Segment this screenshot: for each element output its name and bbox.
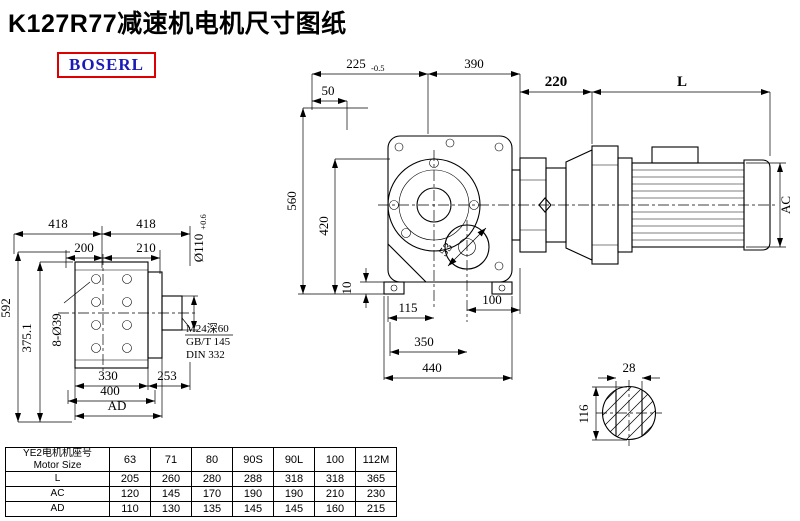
dim-116-label: 116: [576, 404, 591, 424]
corner-screws: [394, 138, 504, 271]
table-cell: 205: [109, 471, 151, 487]
table-cell: 130: [150, 501, 192, 517]
dim-8xd39-label: 8-Ø39: [49, 313, 64, 346]
dim-50-label: 50: [322, 83, 335, 98]
dim-220-label: 220: [545, 74, 568, 90]
side-view-dimensions: [13, 226, 198, 423]
table-cell: 145: [232, 501, 274, 517]
boserl-logo: BOSERL: [57, 52, 156, 78]
table-row-L: L 205 260 280 288 318 318 365: [5, 471, 397, 487]
flange-bolt-holes: [389, 158, 479, 238]
table-cell: 160: [314, 501, 356, 517]
dim-AD-label: AD: [108, 398, 127, 413]
dim-28-label: 28: [623, 360, 636, 375]
note-din-332: DIN 332: [186, 349, 225, 361]
table-cell: 318: [314, 471, 356, 487]
table-row-AC: AC 120 145 170 190 190 210 230: [5, 486, 397, 502]
table-cell: 110: [109, 501, 151, 517]
table-cell: 230: [355, 486, 397, 502]
dim-210-label: 210: [136, 240, 156, 255]
size-column-header: 112M: [355, 447, 397, 472]
table-row-AD: AD 110 130 135 145 145 160 215: [5, 501, 397, 517]
motor-size-label-cn: YE2电机机座号: [23, 448, 92, 459]
motor-fins: [632, 169, 744, 241]
dim-110-tolerance: +0.6: [198, 214, 208, 229]
table-cell: 145: [273, 501, 315, 517]
dim-592-label: 592: [0, 298, 13, 318]
note-m24-thread: M24深60: [186, 322, 229, 335]
dim-L-label: L: [677, 74, 687, 90]
dim-330-label: 330: [98, 368, 118, 383]
table-cell: 318: [273, 471, 315, 487]
table-cell: 210: [314, 486, 356, 502]
side-view: [63, 261, 233, 369]
motor-view-dimensions: [520, 89, 786, 248]
table-cell: 260: [150, 471, 192, 487]
dim-418a-label: 418: [48, 216, 68, 231]
table-cell: 170: [191, 486, 233, 502]
table-cell: 145: [150, 486, 192, 502]
dim-440-label: 440: [422, 360, 442, 375]
size-column-header: 80: [191, 447, 233, 472]
dim-560-label: 560: [284, 191, 299, 211]
table-cell: 120: [109, 486, 151, 502]
dim-375-label: 375.1: [19, 323, 34, 352]
center-mark-diamond: [538, 197, 552, 213]
dim-110-label: Ø110: [191, 234, 206, 262]
table-cell: 135: [191, 501, 233, 517]
size-column-header: 100: [314, 447, 356, 472]
mount-holes-8xd39: [91, 274, 132, 353]
center-lines: [58, 150, 776, 446]
dim-253-label: 253: [157, 368, 177, 383]
dim-200-label: 200: [74, 240, 94, 255]
row-label-L: L: [5, 471, 110, 487]
size-column-header: 90L: [273, 447, 315, 472]
dim-100-label: 100: [482, 292, 502, 307]
note-gbt-145: GB/T 145: [186, 336, 231, 348]
dim-350-label: 350: [414, 334, 434, 349]
dim-418b-label: 418: [136, 216, 156, 231]
motor-size-table: YE2电机机座号 Motor Size 63 71 80 90S 90L 100…: [5, 447, 397, 517]
table-cell: 215: [355, 501, 397, 517]
size-column-header: 63: [109, 447, 151, 472]
dim-115-label: 115: [398, 300, 417, 315]
dim-225-label: 225: [346, 56, 366, 71]
dim-AC-label: AC: [778, 196, 793, 214]
table-cell: 280: [191, 471, 233, 487]
dim-390-label: 390: [464, 56, 484, 71]
page-title: K127R77减速机电机尺寸图纸: [8, 10, 347, 38]
dim-420-label: 420: [316, 216, 331, 236]
table-header-row: YE2电机机座号 Motor Size 63 71 80 90S 90L 100…: [5, 447, 397, 472]
dim-400-label: 400: [100, 383, 120, 398]
table-cell: 190: [232, 486, 274, 502]
front-view-dimensions: [298, 71, 521, 381]
dimension-labels: 225 -0.5 390 50 560 420 10 53 115 100 35…: [0, 56, 793, 424]
size-column-header: 71: [150, 447, 192, 472]
size-column-header: 90S: [232, 447, 274, 472]
dim-225-tolerance: -0.5: [371, 63, 384, 73]
dim-53-label: 53: [436, 239, 456, 258]
table-cell: 365: [355, 471, 397, 487]
table-cell: 288: [232, 471, 274, 487]
row-label-AD: AD: [5, 501, 110, 517]
motor-view: [511, 145, 771, 265]
front-view: [383, 135, 513, 295]
table-cell: 190: [273, 486, 315, 502]
motor-size-label-en: Motor Size: [33, 459, 82, 471]
table-header-motor-size: YE2电机机座号 Motor Size: [5, 447, 110, 472]
dim-10-label: 10: [339, 282, 354, 295]
row-label-AC: AC: [5, 486, 110, 502]
